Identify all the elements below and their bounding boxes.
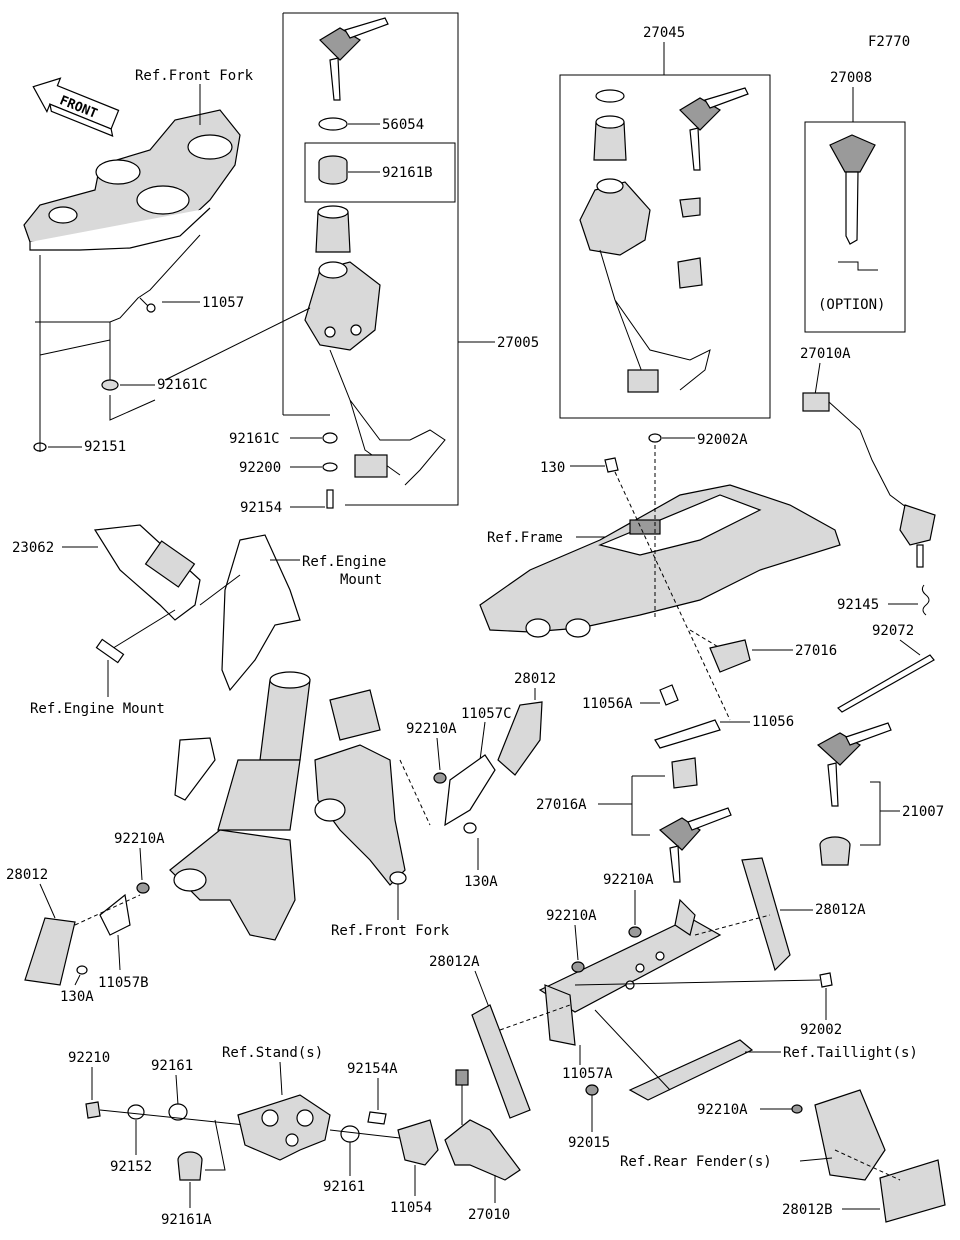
p92210A-1-label: 92210A bbox=[406, 721, 457, 737]
p92200-label: 92200 bbox=[239, 460, 281, 476]
upper-triple-clamp bbox=[23, 109, 241, 251]
p27045-label: 27045 bbox=[643, 25, 685, 41]
p21007-label: 21007 bbox=[902, 804, 944, 820]
ref-engine-mount-bottom-label: Ref.Engine Mount bbox=[30, 701, 165, 717]
p27016-label: 27016 bbox=[795, 643, 837, 659]
p27005-label: 27005 bbox=[497, 335, 539, 351]
p92002-label: 92002 bbox=[800, 1022, 842, 1038]
p11057C-label: 11057C bbox=[461, 706, 512, 722]
p92210A-3-label: 92210A bbox=[603, 872, 654, 888]
p11056A-label: 11056A bbox=[582, 696, 633, 712]
p56054-label: 56054 bbox=[382, 117, 424, 133]
figure-code: F2770 bbox=[868, 34, 910, 50]
p92161B-label: 92161B bbox=[382, 165, 433, 181]
p92161-2-label: 92161 bbox=[323, 1179, 365, 1195]
p11057B-label: 11057B bbox=[98, 975, 149, 991]
key-27008-icon bbox=[829, 134, 876, 245]
p11056-label: 11056 bbox=[752, 714, 794, 730]
p28012B-label: 28012B bbox=[782, 1202, 833, 1218]
p92210A-5-label: 92210A bbox=[697, 1102, 748, 1118]
key-blank-top-icon bbox=[319, 17, 389, 101]
p28012-top-label: 28012 bbox=[514, 671, 556, 687]
cap-92161B bbox=[318, 155, 348, 185]
ref-front-fork-top-label: Ref.Front Fork bbox=[135, 68, 254, 84]
p92152-label: 92152 bbox=[110, 1159, 152, 1175]
key-27045-icon bbox=[679, 87, 749, 171]
front-arrow-icon: FRONT bbox=[32, 77, 120, 137]
p92161C-label: 92161C bbox=[229, 431, 280, 447]
p92151-label: 92151 bbox=[84, 439, 126, 455]
ref-frame-label: Ref.Frame bbox=[487, 530, 563, 546]
p92210A-2-label: 92210A bbox=[114, 831, 165, 847]
p92210-label: 92210 bbox=[68, 1050, 110, 1066]
p92161C-left-label: 92161C bbox=[157, 377, 208, 393]
p92154-label: 92154 bbox=[240, 500, 282, 516]
ref-front-fork-bottom-label: Ref.Front Fork bbox=[331, 923, 450, 939]
p92161A-label: 92161A bbox=[161, 1212, 212, 1228]
p28012-left-label: 28012 bbox=[6, 867, 48, 883]
p11054-label: 11054 bbox=[390, 1200, 432, 1216]
p92002A-label: 92002A bbox=[697, 432, 748, 448]
ref-engine-mount-label-2: Mount bbox=[340, 572, 382, 588]
p27010-label: 27010 bbox=[468, 1207, 510, 1223]
p92145-label: 92145 bbox=[837, 597, 879, 613]
ref-taillight-label: Ref.Taillight(s) bbox=[783, 1045, 918, 1061]
p11057-label: 11057 bbox=[202, 295, 244, 311]
p92154A-label: 92154A bbox=[347, 1061, 398, 1077]
p130A-1-label: 130A bbox=[464, 874, 498, 890]
p28012A-left-label: 28012A bbox=[429, 954, 480, 970]
p27008-label: 27008 bbox=[830, 70, 872, 86]
p27016A-label: 27016A bbox=[536, 797, 587, 813]
p27010A-label: 27010A bbox=[800, 346, 851, 362]
key-21007-icon bbox=[816, 722, 892, 807]
p130-label: 130 bbox=[540, 460, 565, 476]
ignition-switch-27005 bbox=[304, 205, 446, 486]
p11057A-label: 11057A bbox=[562, 1066, 613, 1082]
ref-rear-fender-label: Ref.Rear Fender(s) bbox=[620, 1154, 772, 1170]
p23062-label: 23062 bbox=[12, 540, 54, 556]
p92015-label: 92015 bbox=[568, 1135, 610, 1151]
p92161-1-label: 92161 bbox=[151, 1058, 193, 1074]
key-27016A-icon bbox=[658, 807, 732, 883]
p92072-label: 92072 bbox=[872, 623, 914, 639]
license-plate-bracket bbox=[538, 898, 722, 1046]
stand-bracket bbox=[237, 1094, 331, 1161]
rear-frame bbox=[479, 484, 841, 638]
front-fork-assembly bbox=[169, 671, 407, 941]
option-label: (OPTION) bbox=[818, 297, 885, 313]
p92210A-4-label: 92210A bbox=[546, 908, 597, 924]
p28012A-right-label: 28012A bbox=[815, 902, 866, 918]
ref-stand-label: Ref.Stand(s) bbox=[222, 1045, 323, 1061]
ref-engine-mount-label-1: Ref.Engine bbox=[302, 554, 386, 570]
p130A-2-label: 130A bbox=[60, 989, 94, 1005]
